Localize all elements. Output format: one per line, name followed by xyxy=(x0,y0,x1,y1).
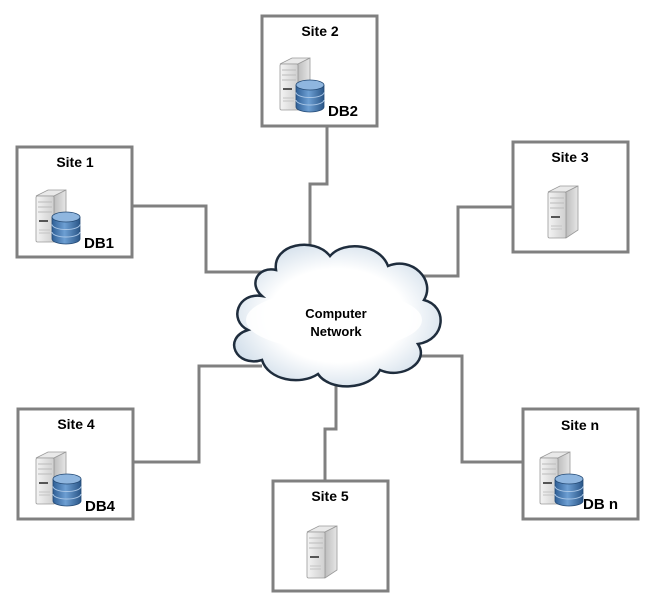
connectors xyxy=(133,127,522,481)
connector-site-n xyxy=(404,354,522,464)
connector-site-2 xyxy=(308,127,329,248)
network-label-line-2: Network xyxy=(310,324,362,339)
database-icon xyxy=(295,79,325,113)
site-1-node: Site 1 DB1 xyxy=(15,145,134,259)
cloud-highlight xyxy=(246,290,422,350)
connector-site-5 xyxy=(323,380,338,481)
site-2-db-label: DB2 xyxy=(328,103,358,120)
database-icon xyxy=(52,473,82,507)
site-5-node: Site 5 xyxy=(271,479,390,593)
connector-site-3 xyxy=(404,205,513,278)
site-3-label: Site 3 xyxy=(551,149,589,165)
site-1-db-label: DB1 xyxy=(84,235,114,252)
site-n-db-label: DB n xyxy=(583,496,618,513)
site-4-label: Site 4 xyxy=(57,416,95,432)
site-4-db-label: DB4 xyxy=(85,498,116,515)
connector-site-1 xyxy=(133,204,278,274)
network-label-line-1: Computer xyxy=(305,306,366,321)
connector-site-4 xyxy=(134,364,262,464)
database-icon xyxy=(554,473,584,507)
site-1-label: Site 1 xyxy=(56,154,94,170)
computer-network-cloud: Computer Network xyxy=(232,243,442,388)
site-2-node: Site 2 DB2 xyxy=(260,14,379,128)
site-n-label: Site n xyxy=(561,417,599,433)
database-icon xyxy=(51,211,81,245)
site-n-node: Site n DB n xyxy=(521,407,640,521)
server-icon xyxy=(306,525,338,579)
site-4-node: Site 4 DB4 xyxy=(16,407,135,521)
site-3-node: Site 3 xyxy=(511,140,630,254)
site-2-label: Site 2 xyxy=(301,23,339,39)
server-icon xyxy=(547,185,579,239)
site-5-label: Site 5 xyxy=(311,488,349,504)
